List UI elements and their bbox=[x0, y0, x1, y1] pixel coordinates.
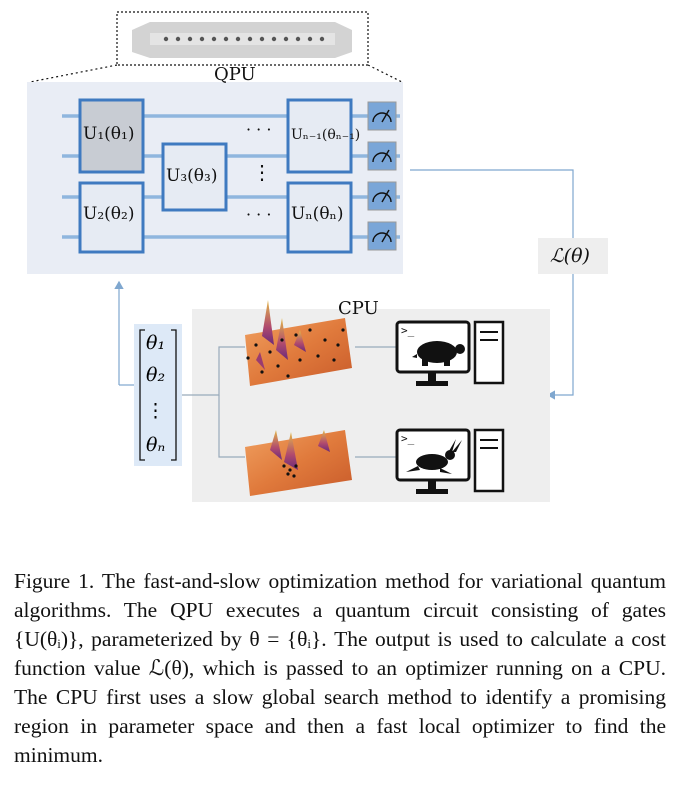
gate-u3-label: U₃(θ₃) bbox=[166, 166, 218, 186]
param-vdots: ⋮ bbox=[146, 400, 165, 422]
ellipsis-bottom: · · · bbox=[246, 205, 272, 224]
gate-un1 bbox=[286, 98, 353, 174]
measurement-icon bbox=[367, 101, 397, 131]
computer-tower-icon bbox=[473, 320, 505, 385]
qpu-label: QPU bbox=[214, 64, 256, 85]
turtle-icon bbox=[412, 341, 465, 366]
chip-icon bbox=[116, 11, 369, 66]
rabbit-icon bbox=[406, 439, 462, 474]
connector-lines bbox=[182, 346, 397, 458]
figure-diagram: QPU CPU U₁(θ₁) U₂(θ₂) U₃(θ₃) Uₙ₋₁(θₙ₋₁) … bbox=[27, 11, 608, 502]
diagram-canvas bbox=[27, 11, 608, 502]
computer-tower-icon bbox=[473, 428, 505, 493]
param-box bbox=[134, 324, 182, 466]
gate-u2-label: U₂(θ₂) bbox=[83, 204, 135, 224]
gate-un-label: Uₙ(θₙ) bbox=[291, 204, 344, 224]
ellipsis-vertical: ⋮ bbox=[252, 160, 272, 184]
param-vector: θ₁ θ₂ ⋮ θₙ bbox=[134, 324, 182, 466]
cpu-label: CPU bbox=[338, 298, 379, 319]
param-theta-1: θ₁ bbox=[146, 332, 166, 354]
gate-u3 bbox=[161, 142, 228, 212]
caption-text: Figure 1. The fast-and-slow optimization… bbox=[14, 569, 666, 767]
cost-function-label: ℒ(θ) bbox=[550, 245, 590, 267]
landscape-plot-icon bbox=[245, 300, 352, 386]
measurement-icon bbox=[367, 221, 397, 251]
terminal-prompt-top: >_ bbox=[401, 324, 415, 337]
figure-caption: Figure 1. The fast-and-slow optimization… bbox=[14, 567, 666, 770]
gate-un bbox=[286, 181, 353, 254]
ellipsis-top: · · · bbox=[246, 120, 272, 139]
terminal-prompt-bottom: >_ bbox=[401, 432, 415, 445]
gate-u1 bbox=[78, 98, 145, 174]
param-theta-2: θ₂ bbox=[146, 364, 166, 386]
measurement-icon bbox=[367, 181, 397, 211]
landscape-plot-icon bbox=[245, 430, 352, 496]
gate-un1-label: Uₙ₋₁(θₙ₋₁) bbox=[291, 127, 361, 143]
gate-u2 bbox=[78, 181, 145, 254]
param-theta-n: θₙ bbox=[146, 434, 166, 456]
measurement-icon bbox=[367, 141, 397, 171]
cost-label-box bbox=[538, 238, 608, 274]
gate-u1-label: U₁(θ₁) bbox=[83, 124, 135, 144]
